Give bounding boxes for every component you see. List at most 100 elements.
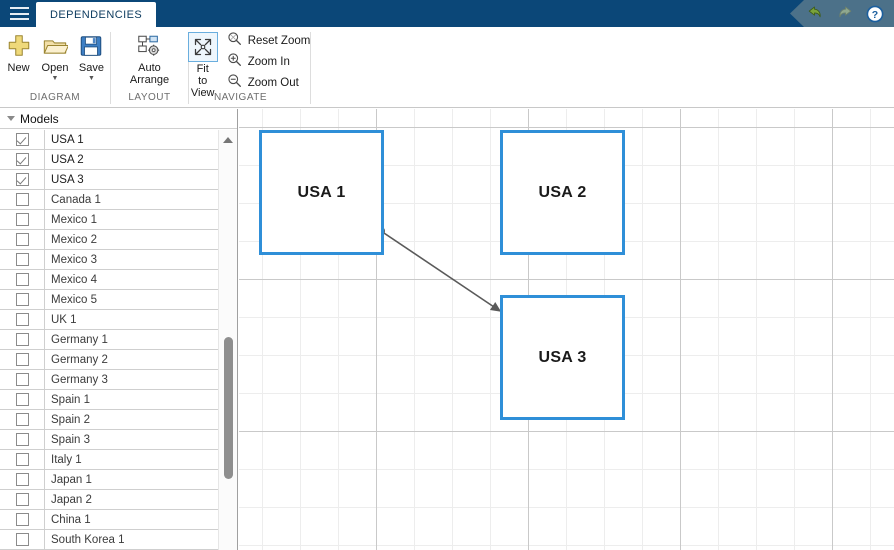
diagram-node-usa-1[interactable]: USA 1: [259, 130, 384, 255]
new-button[interactable]: New: [1, 27, 37, 74]
models-scrollbar[interactable]: [218, 130, 237, 550]
zoom-in-button[interactable]: Zoom In: [225, 51, 317, 72]
diagram-node-usa-2[interactable]: USA 2: [500, 130, 625, 255]
model-checkbox-cell[interactable]: [0, 210, 45, 229]
model-checkbox[interactable]: [15, 293, 29, 306]
save-button[interactable]: Save ▼: [73, 27, 109, 83]
model-list-item[interactable]: Spain 2: [0, 410, 219, 430]
model-checkbox-cell[interactable]: [0, 130, 45, 149]
model-list-item[interactable]: Mexico 5: [0, 290, 219, 310]
diagram-node-usa-3[interactable]: USA 3: [500, 295, 625, 420]
model-checkbox-cell[interactable]: [0, 530, 45, 549]
model-list-item[interactable]: Germany 3: [0, 370, 219, 390]
model-list-item[interactable]: Mexico 4: [0, 270, 219, 290]
model-checkbox-cell[interactable]: [0, 510, 45, 529]
model-checkbox[interactable]: [15, 253, 29, 266]
model-checkbox-cell[interactable]: [0, 410, 45, 429]
model-list-item[interactable]: USA 3: [0, 170, 219, 190]
model-checkbox-cell[interactable]: [0, 330, 45, 349]
model-checkbox-cell[interactable]: [0, 350, 45, 369]
model-checkbox-cell[interactable]: [0, 190, 45, 209]
model-list-item[interactable]: Spain 1: [0, 390, 219, 410]
model-checkbox-cell[interactable]: [0, 430, 45, 449]
ribbon-separator-2: [188, 32, 189, 104]
model-checkbox[interactable]: [15, 173, 29, 186]
save-dropdown-caret-icon[interactable]: ▼: [87, 75, 95, 82]
model-checkbox[interactable]: [15, 513, 29, 526]
model-list-item[interactable]: Japan 2: [0, 490, 219, 510]
model-checkbox[interactable]: [15, 533, 29, 546]
scrollbar-thumb[interactable]: [224, 337, 233, 479]
hamburger-menu-icon[interactable]: [10, 6, 29, 21]
zoom-out-button[interactable]: Zoom Out: [225, 72, 317, 93]
model-list-item[interactable]: China 1: [0, 510, 219, 530]
model-checkbox[interactable]: [15, 273, 29, 286]
diagram-edge-usa1-to-usa3[interactable]: [380, 230, 502, 312]
model-checkbox[interactable]: [15, 393, 29, 406]
model-checkbox-cell[interactable]: [0, 170, 45, 189]
collapse-triangle-icon[interactable]: [7, 116, 15, 121]
redo-arrow-icon[interactable]: [836, 5, 854, 23]
model-checkbox-cell[interactable]: [0, 470, 45, 489]
model-checkbox-cell[interactable]: [0, 390, 45, 409]
model-list-item[interactable]: South Korea 1: [0, 530, 219, 550]
model-checkbox[interactable]: [15, 473, 29, 486]
model-checkbox[interactable]: [15, 333, 29, 346]
model-list-item[interactable]: Mexico 2: [0, 230, 219, 250]
model-checkbox-cell[interactable]: [0, 230, 45, 249]
undo-arrow-icon[interactable]: [806, 5, 824, 23]
model-list-item[interactable]: USA 1: [0, 130, 219, 150]
model-checkbox[interactable]: [15, 213, 29, 226]
model-checkbox-cell[interactable]: [0, 450, 45, 469]
scroll-up-arrow-icon[interactable]: [223, 137, 233, 143]
zoom-out-icon: [227, 73, 242, 93]
dependency-graph-canvas[interactable]: USA 1 USA 2 USA 3: [239, 109, 894, 550]
zoom-out-label: Zoom Out: [247, 76, 299, 89]
open-button[interactable]: Open ▼: [37, 27, 74, 83]
model-checkbox[interactable]: [15, 453, 29, 466]
help-question-icon[interactable]: ?: [866, 5, 884, 23]
ribbon-group-layout-label: LAYOUT: [128, 92, 171, 103]
ribbon-group-diagram: New Open ▼: [0, 27, 110, 108]
model-list-item[interactable]: Germany 1: [0, 330, 219, 350]
model-checkbox[interactable]: [15, 313, 29, 326]
fit-to-view-icon: [187, 32, 218, 62]
model-list-item[interactable]: Mexico 3: [0, 250, 219, 270]
model-checkbox-cell[interactable]: [0, 270, 45, 289]
model-checkbox[interactable]: [15, 133, 29, 146]
model-checkbox-cell[interactable]: [0, 370, 45, 389]
model-list-item[interactable]: Italy 1: [0, 450, 219, 470]
tab-dependencies[interactable]: DEPENDENCIES: [36, 2, 157, 27]
model-checkbox-cell[interactable]: [0, 310, 45, 329]
model-checkbox-cell[interactable]: [0, 150, 45, 169]
model-checkbox[interactable]: [15, 413, 29, 426]
model-name-label: Germany 3: [51, 373, 108, 386]
model-checkbox-cell[interactable]: [0, 490, 45, 509]
model-list-item[interactable]: Japan 1: [0, 470, 219, 490]
fit-to-view-button[interactable]: Fit to View: [183, 27, 223, 99]
model-name-label: USA 3: [51, 173, 84, 186]
new-button-label: New: [7, 62, 30, 74]
model-list-item[interactable]: Canada 1: [0, 190, 219, 210]
model-name-label: China 1: [51, 513, 91, 526]
model-checkbox-cell[interactable]: [0, 250, 45, 269]
model-list-item[interactable]: Mexico 1: [0, 210, 219, 230]
auto-arrange-icon: [136, 31, 162, 61]
models-panel-title: Models: [20, 111, 59, 126]
model-checkbox[interactable]: [15, 193, 29, 206]
model-checkbox[interactable]: [15, 153, 29, 166]
model-checkbox[interactable]: [15, 433, 29, 446]
model-list-item[interactable]: UK 1: [0, 310, 219, 330]
model-checkbox[interactable]: [15, 493, 29, 506]
model-list-item[interactable]: USA 2: [0, 150, 219, 170]
model-list-item[interactable]: Spain 3: [0, 430, 219, 450]
model-checkbox[interactable]: [15, 233, 29, 246]
model-list-item[interactable]: Germany 2: [0, 350, 219, 370]
model-checkbox-cell[interactable]: [0, 290, 45, 309]
model-checkbox[interactable]: [15, 373, 29, 386]
reset-zoom-button[interactable]: Reset Zoom: [225, 30, 317, 51]
auto-arrange-button[interactable]: Auto Arrange: [125, 27, 174, 86]
open-dropdown-caret-icon[interactable]: ▼: [51, 75, 59, 82]
model-checkbox[interactable]: [15, 353, 29, 366]
